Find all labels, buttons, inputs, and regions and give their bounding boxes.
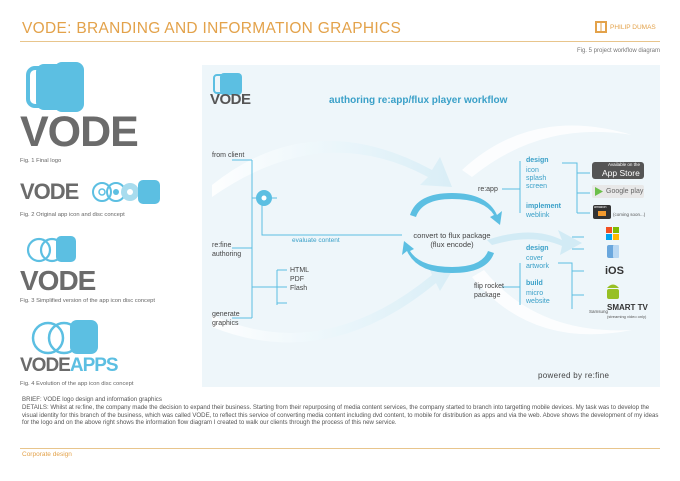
streaming-text: (streaming video only) xyxy=(607,314,647,319)
reapp-implement-items: weblink xyxy=(526,212,550,219)
fig1-logo xyxy=(20,62,90,125)
flip-design-heading: design xyxy=(526,245,549,252)
label-from-client: from client xyxy=(212,152,245,159)
workflow-diagram: VODE authoring re:app/flux player workfl… xyxy=(202,65,660,387)
brief-details: DETAILS: Whilst at re:fine, the company … xyxy=(22,403,659,427)
powered-by: powered by re:fine xyxy=(538,371,610,380)
windows-icon xyxy=(606,227,619,240)
brand-mark: PHILIP DUMAS xyxy=(595,21,656,33)
fig2-disc-concept xyxy=(92,178,164,211)
label-refine-authoring: re:fine authoring xyxy=(212,242,242,258)
fig4-disc-icon xyxy=(30,318,102,363)
label-evaluate-content: evaluate content xyxy=(292,237,340,244)
appstore-badge-text: App Store xyxy=(602,168,640,178)
fig2-disc-icon xyxy=(92,180,160,204)
ios-icon: iOS xyxy=(605,265,624,277)
fig4-app-icon xyxy=(31,320,98,355)
fig3-app-icon xyxy=(26,236,76,263)
fig4-caption: Fig. 4 Evolution of the app icon disc co… xyxy=(20,381,134,387)
fig3-logo-word: VODE xyxy=(20,265,96,296)
fig2-logo-word: VODE xyxy=(20,179,79,204)
footer-divider xyxy=(20,448,660,449)
smart-tv-text: SMART TV xyxy=(607,303,648,312)
samsung-text: Samsung xyxy=(589,309,609,314)
fig3-disc-icon xyxy=(26,234,78,271)
title-divider xyxy=(20,41,660,42)
flip-design-items: cover artwork xyxy=(526,255,549,270)
coming-soon-text: (coming soon...) xyxy=(613,212,646,217)
brief-title: BRIEF: VODE logo design and information … xyxy=(22,396,162,403)
flip-build-heading: build xyxy=(526,280,543,287)
reapp-design-heading: design xyxy=(526,157,549,164)
label-formats: HTML PDF Flash xyxy=(290,267,310,292)
fig5-caption: Fig. 5 project workflow diagram xyxy=(576,48,660,54)
amazon-text: amazon xyxy=(594,205,607,209)
brief-text: BRIEF: VODE logo design and information … xyxy=(22,396,662,427)
fig1-app-icon xyxy=(26,62,84,112)
diagram-logo-word: VODE xyxy=(210,91,251,108)
page-title: VODE: BRANDING AND INFORMATION GRAPHICS xyxy=(22,20,402,37)
footer-label: Corporate design xyxy=(22,451,72,458)
reapp-design-items: icon splash screen xyxy=(526,167,548,190)
reapp-implement-heading: implement xyxy=(526,203,562,210)
brand-logo-icon xyxy=(595,21,607,33)
fig4-word-apps: APPS xyxy=(69,355,119,376)
brand-name: PHILIP DUMAS xyxy=(610,23,656,31)
flip-build-items: micro website xyxy=(526,290,550,305)
label-reapp: re:app xyxy=(478,186,498,193)
fig1-logo-word: VODE xyxy=(20,108,139,156)
label-flip-rocket: flip rocket package xyxy=(474,283,504,299)
fig1-caption: Fig. 1 Final logo xyxy=(20,158,62,164)
diagram-title: authoring re:app/flux player workflow xyxy=(329,95,508,106)
fig2-caption: Fig. 2 Original app icon and disc concep… xyxy=(20,212,125,218)
label-convert: convert to flux package (flux encode) xyxy=(413,231,491,249)
appstore-small-text: Available on the xyxy=(608,162,640,167)
fig3-caption: Fig. 3 Simplified version of the app ico… xyxy=(20,298,156,304)
workflow-graphics xyxy=(212,73,644,343)
fig4-word-vode: VODE xyxy=(20,355,71,376)
fig4-logo-word: VODEAPPS xyxy=(20,355,119,376)
google-play-text: Google play xyxy=(606,188,644,195)
label-generate-graphics: generate graphics xyxy=(212,311,240,327)
